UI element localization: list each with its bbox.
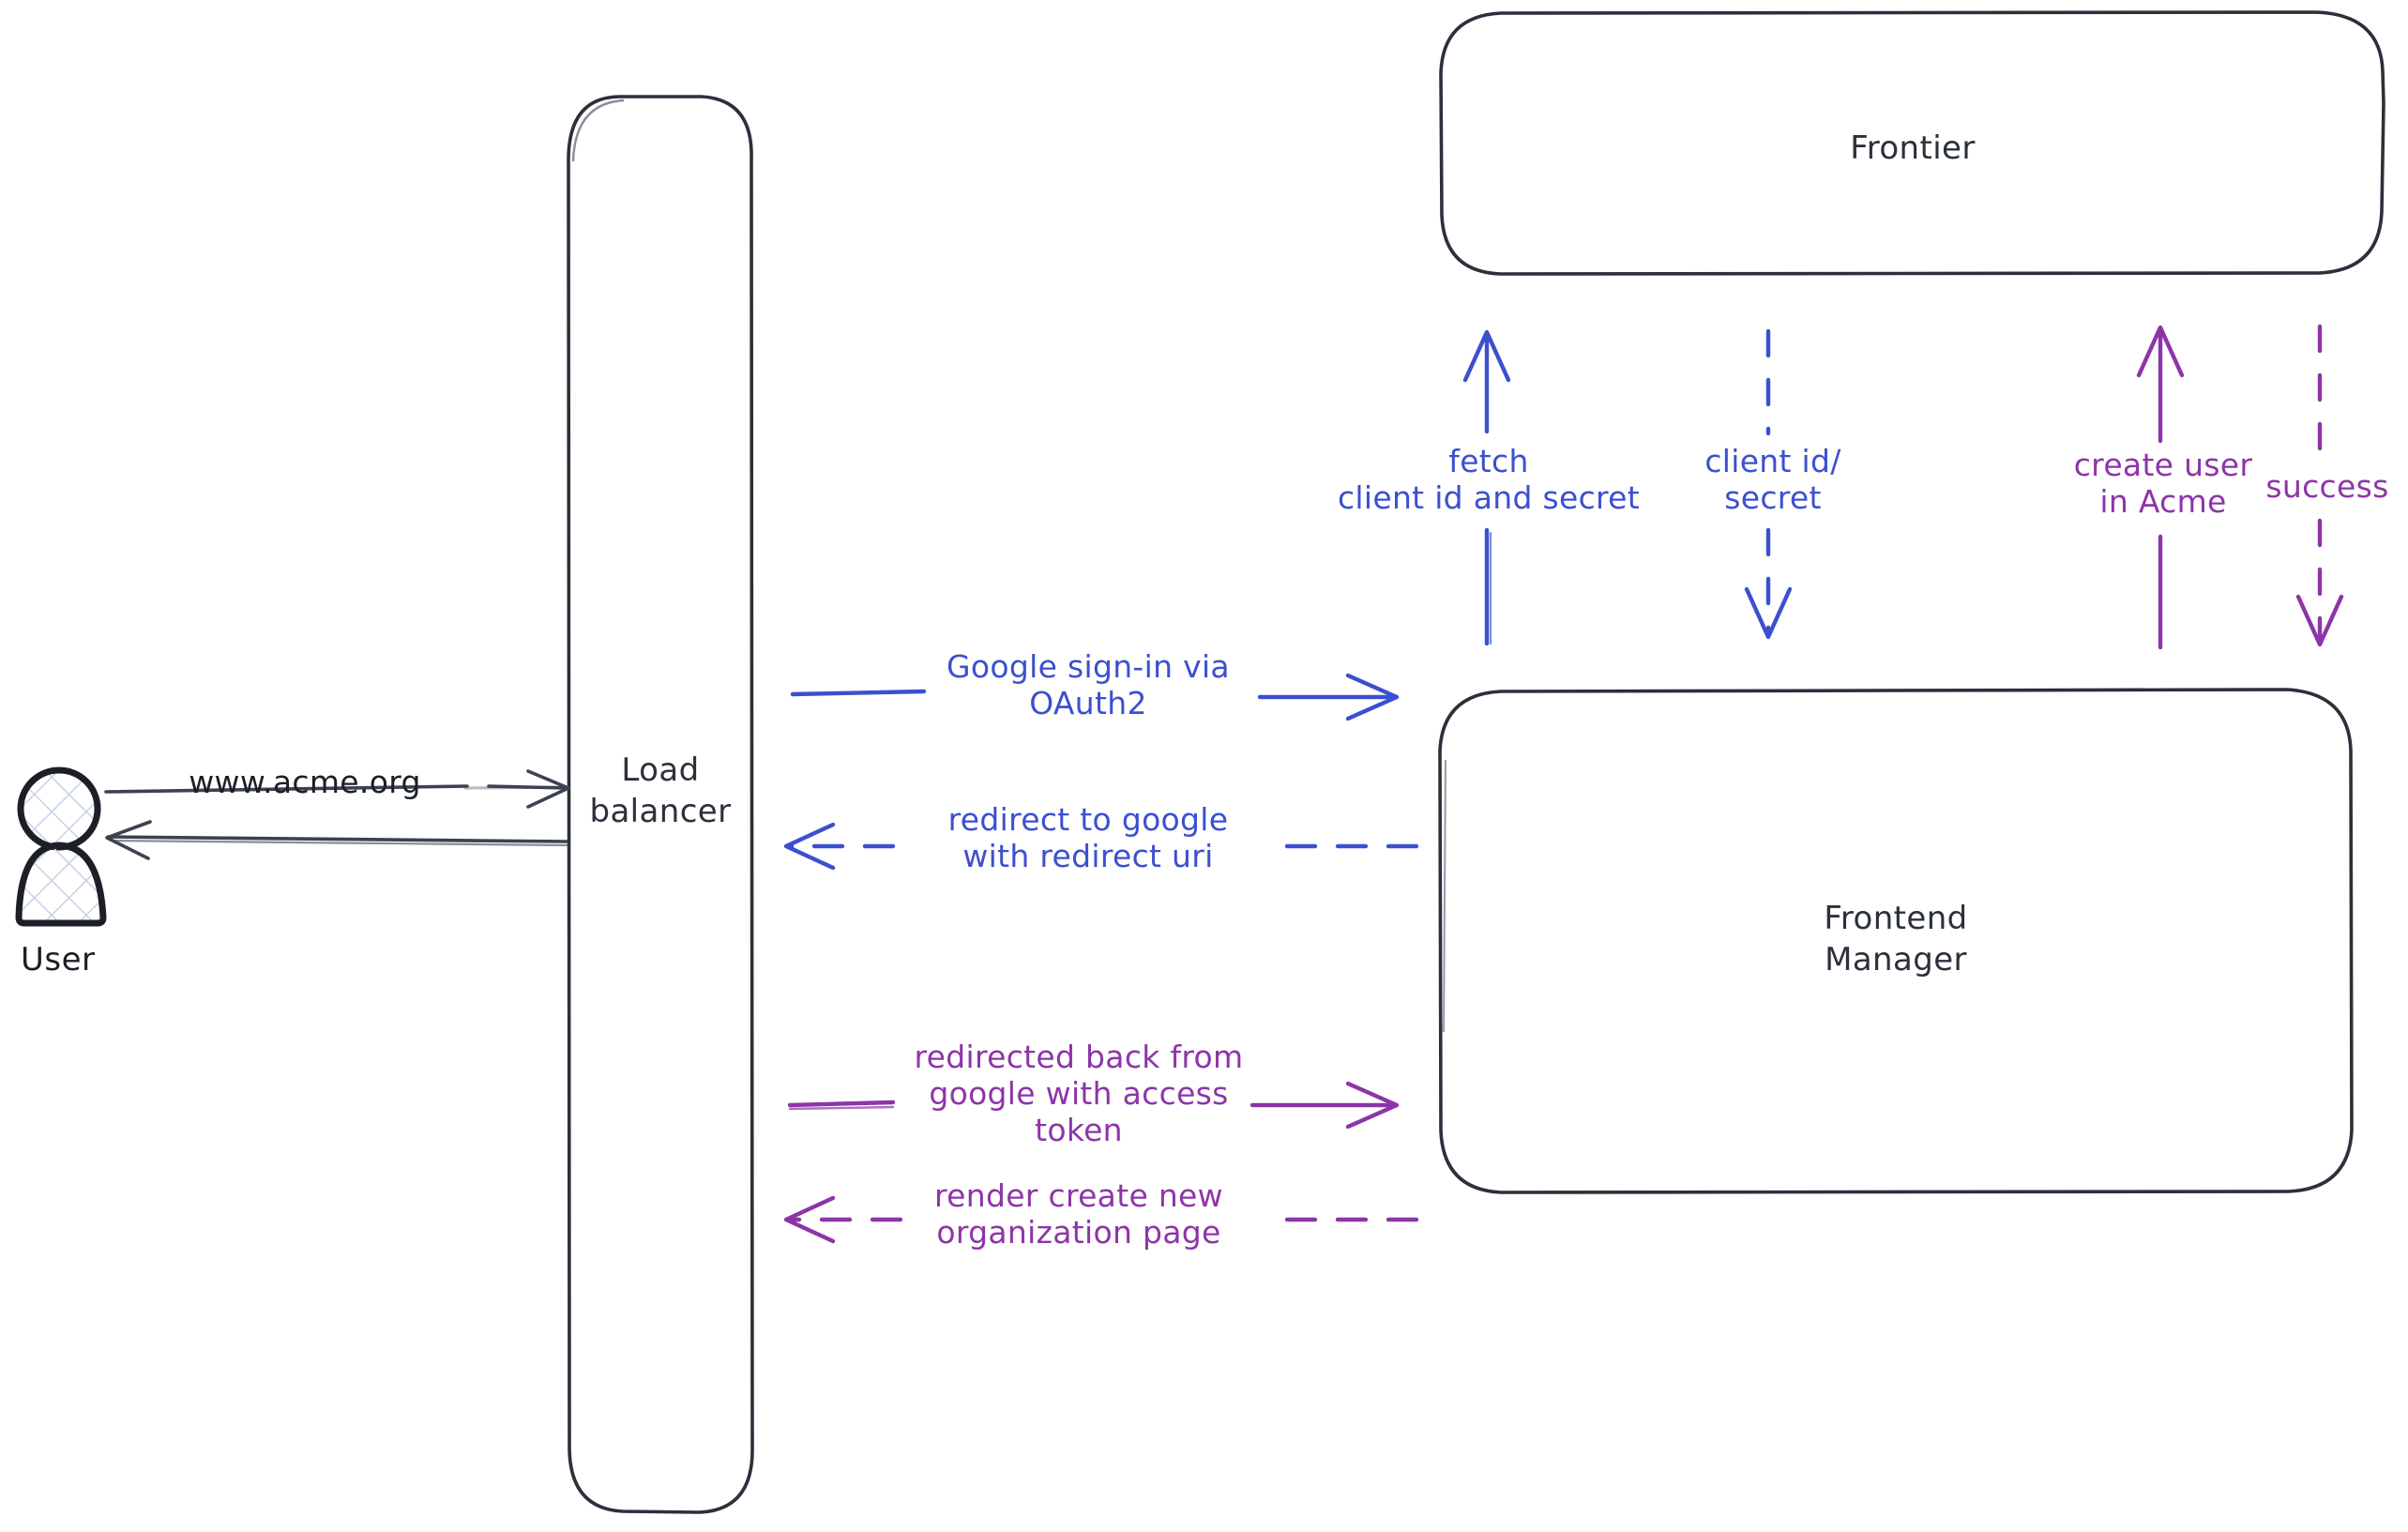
edge-lb-to-fm-token (787, 1081, 1400, 1130)
edge-lb-to-user (105, 820, 568, 860)
edge-label-lb-to-fm-token: redirected back from google with access … (914, 1039, 1244, 1148)
node-load-balancer[interactable] (567, 95, 754, 1514)
edge-label-fm-to-frontier-create: create user in Acme (2073, 447, 2253, 520)
edge-user-to-lb (104, 769, 570, 809)
edge-label-fm-to-lb-render: render create new organization page (934, 1177, 1223, 1251)
actor-caption-user: User (21, 941, 96, 978)
node-frontier[interactable] (1439, 10, 2385, 276)
edge-fm-to-frontier-fetch (1462, 329, 1511, 646)
edge-frontier-to-fm-creds (1744, 328, 1793, 640)
node-frontend-manager[interactable] (1438, 688, 2354, 1194)
edge-label-fm-to-frontier-fetch: fetch client id and secret (1337, 443, 1641, 516)
edge-fm-to-lb-redirect (783, 822, 1419, 871)
edge-lb-to-fm-signin (790, 673, 1400, 721)
edge-fm-to-frontier-create (2136, 325, 2185, 650)
person-icon (15, 766, 107, 927)
edge-label-user-to-lb: www.acme.org (189, 764, 421, 800)
edge-label-frontier-to-fm-success: success (2265, 468, 2389, 505)
edge-label-frontier-to-fm-creds: client id/ secret (1704, 443, 1841, 516)
edge-frontier-to-fm-success (2295, 324, 2344, 647)
edge-label-lb-to-fm-signin: Google sign-in via OAuth2 (947, 648, 1230, 721)
edge-fm-to-lb-render (783, 1195, 1419, 1244)
edge-label-fm-to-lb-redirect: redirect to google with redirect uri (947, 801, 1229, 874)
